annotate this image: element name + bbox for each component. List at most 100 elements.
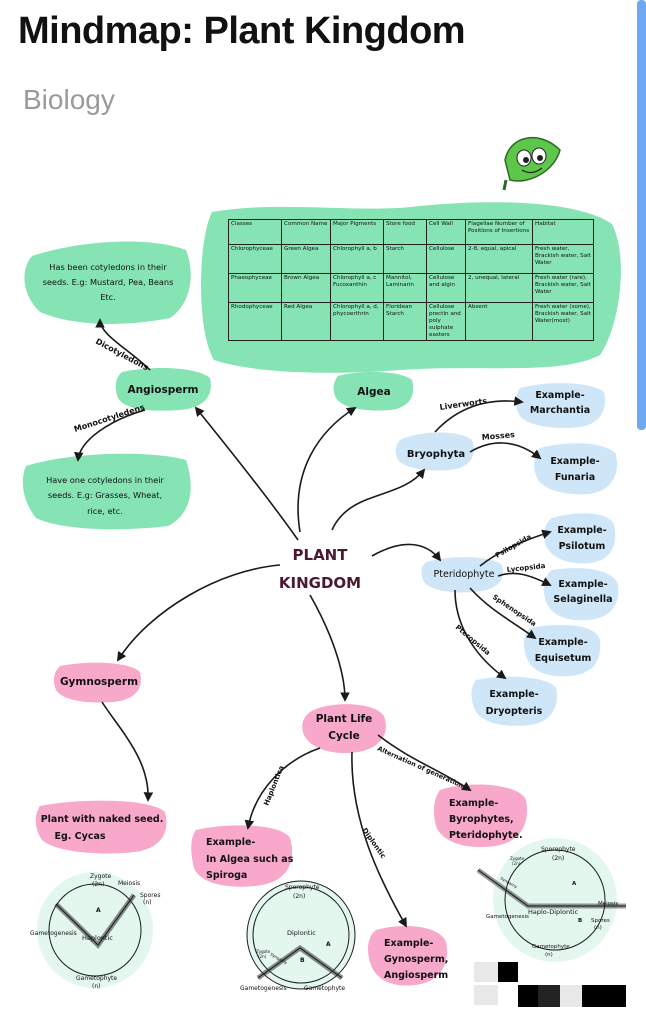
table-cell: 2, unequal, lateral xyxy=(465,273,533,303)
svg-text:Gametophyte: Gametophyte xyxy=(532,944,570,950)
marchantia-line2: Marchantia xyxy=(530,405,590,416)
table-cell: Starch xyxy=(383,244,427,274)
svg-text:Meiosis: Meiosis xyxy=(598,901,618,907)
monocot-desc-line2: seeds. E.g: Grasses, Wheat, xyxy=(48,490,162,500)
edge-center-bryophyta xyxy=(331,468,426,531)
monocot-desc-line3: rice, etc. xyxy=(87,506,123,516)
algea-label: Algea xyxy=(357,386,390,398)
edge-angiosperm-dicot xyxy=(95,318,151,371)
table-header-cell: Flagellae Number of Positions of Inserti… xyxy=(465,219,533,245)
edge-angiosperm-monocot xyxy=(73,409,146,462)
selaginella-blob xyxy=(543,568,619,621)
haplontic-example-line3: Spiroga xyxy=(206,870,247,881)
table-row: Rhodophyceae Red Algea Chlorophyll a, d,… xyxy=(228,302,594,341)
svg-text:(n): (n) xyxy=(545,952,553,958)
edge-label-monocotyledens: Monocotyledens xyxy=(73,402,146,433)
table-header-cell: Habitat xyxy=(532,219,594,245)
edge-center-gymnosperm xyxy=(116,564,281,662)
equisetum-blob xyxy=(523,624,601,677)
equisetum-line2: Equisetum xyxy=(535,653,592,664)
svg-text:Haplo-Diplontic: Haplo-Diplontic xyxy=(528,908,578,916)
edge-label-dicotyledons: Dicotyledons xyxy=(94,337,150,373)
table-cell: Fresh water, Brackish water, Salt Water xyxy=(532,244,594,274)
dryopteris-blob xyxy=(471,676,557,726)
svg-text:(2n): (2n) xyxy=(552,855,564,862)
table-cell: Absent xyxy=(465,302,533,341)
diplontic-example-blob xyxy=(368,926,447,986)
algea-blob xyxy=(333,371,414,411)
edge-lifecycle-diplontic xyxy=(351,751,407,928)
monocot-desc-line1: Have one cotyledons in their xyxy=(46,475,164,485)
table-cell: Phaeophyceae xyxy=(228,273,282,303)
selaginella-line2: Selaginella xyxy=(553,594,612,605)
svg-text:A: A xyxy=(96,907,101,914)
edge-lifecycle-haplontic xyxy=(244,747,321,830)
pteridophyte-label: Pteridophyte xyxy=(434,569,495,580)
life-cycle-line1: Plant Life xyxy=(316,713,373,725)
edge-pteridophyte-psilotum xyxy=(479,529,552,567)
svg-text:A: A xyxy=(326,941,331,948)
mindmap-edges xyxy=(73,318,552,928)
algae-classes-table: Classes Common Name Major Pigments Store… xyxy=(228,219,594,341)
edge-pteridophyte-dryopteris xyxy=(454,589,507,680)
diplontic-example-line3: Angiosperm xyxy=(384,970,448,981)
table-cell: Cellulose prectin and poly sulphate east… xyxy=(426,302,466,341)
haplo-diplontic-example-line1: Example- xyxy=(449,798,498,809)
gymnosperm-blob xyxy=(53,662,141,703)
dryopteris-line1: Example- xyxy=(489,689,538,700)
gymnosperm-label: Gymnosperm xyxy=(60,676,138,688)
page-title: Mindmap: Plant Kingdom xyxy=(18,10,466,52)
dryopteris-line2: Dryopteris xyxy=(486,706,543,717)
svg-text:Spores: Spores xyxy=(591,918,610,924)
table-cell: Chlorophyll a, c Fucoxanthin xyxy=(330,273,384,303)
table-cell: Red Algea xyxy=(281,302,331,341)
table-cell: Fresh water (rare), Brackish water, Salt… xyxy=(532,273,594,303)
svg-text:Gametogenesis: Gametogenesis xyxy=(30,930,77,937)
scrollbar[interactable] xyxy=(637,0,646,430)
edge-label-psilopsida: Psilopsida xyxy=(494,533,533,560)
dicot-desc-blob xyxy=(24,241,191,324)
haplontic-example-line2: In Algea such as xyxy=(206,854,294,865)
svg-text:Spores: Spores xyxy=(140,892,160,899)
haplo-diplontic-example-blob xyxy=(433,784,527,848)
diplontic-example-line2: Gynosperm, xyxy=(384,954,448,965)
edge-center-angiosperm xyxy=(194,406,299,541)
table-header-cell: Common Name xyxy=(281,219,331,245)
svg-text:Zygote: Zygote xyxy=(90,873,111,880)
center-node-line2: KINGDOM xyxy=(279,574,361,592)
life-cycle-blob xyxy=(302,704,386,754)
naked-seed-line2: Eg. Cycas xyxy=(54,831,105,842)
table-header-cell: Store food xyxy=(383,219,427,245)
svg-text:Haplontic: Haplontic xyxy=(82,934,113,942)
svg-text:Zygote: Zygote xyxy=(510,856,525,861)
table-header-cell: Major Pigments xyxy=(330,219,384,245)
edge-label-haplontica: Haplontica xyxy=(262,764,285,807)
svg-text:(2n): (2n) xyxy=(512,861,521,866)
svg-text:Sporophyte: Sporophyte xyxy=(285,884,320,891)
edge-center-algea xyxy=(297,406,357,533)
edge-label-mosses: Mosses xyxy=(481,430,515,442)
haplo-diplontic-example-line2: Byrophytes, xyxy=(449,814,514,825)
table-cell: Chlorophyceae xyxy=(228,244,282,274)
edge-pteridophyte-selaginella xyxy=(497,572,552,586)
edge-bryophyta-funaria xyxy=(469,442,542,460)
angiosperm-blob xyxy=(115,368,211,411)
table-cell: 2-8, equal, apical xyxy=(465,244,533,274)
svg-text:(n): (n) xyxy=(143,899,151,906)
table-cell: Chlorophyll a, d, phycoerthrin xyxy=(330,302,384,341)
edge-label-lycopsida: Lycopsida xyxy=(506,562,546,574)
cycle-haplodiplontic: Sporophyte (2n) Zygote (2n) Syngamy A Me… xyxy=(476,838,626,962)
svg-text:Sporophyte: Sporophyte xyxy=(541,846,576,853)
svg-text:(n): (n) xyxy=(594,925,602,931)
bryophyta-blob xyxy=(395,432,474,471)
edge-center-pteridophyte xyxy=(371,543,442,562)
svg-text:Meiosis: Meiosis xyxy=(118,880,140,887)
dicot-desc-line2: seeds. E.g: Mustard, Pea, Beans xyxy=(43,277,174,287)
equisetum-line1: Example- xyxy=(538,637,587,648)
table-row: Phaeophyceae Brown Algea Chlorophyll a, … xyxy=(228,273,594,303)
svg-text:Diplontic: Diplontic xyxy=(287,929,316,937)
psilotum-line2: Psilotum xyxy=(559,541,606,552)
marchantia-line1: Example- xyxy=(535,390,584,401)
table-header-cell: Classes xyxy=(228,219,282,245)
